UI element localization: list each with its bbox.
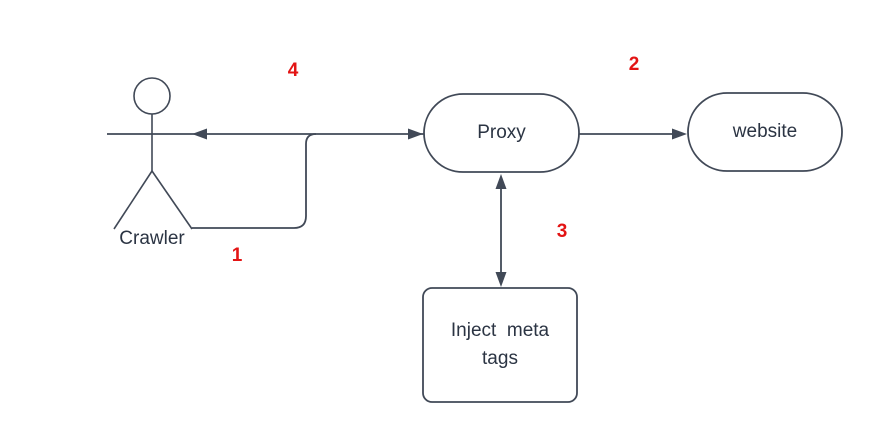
actor-head [133, 77, 171, 115]
proxy-node-shape [423, 93, 580, 173]
arrowhead-to-website [672, 128, 687, 140]
step-2-label: 2 [628, 54, 640, 75]
step-4-label: 4 [287, 60, 299, 81]
arrowhead-down-to-inject [495, 272, 507, 287]
arrowhead-to-proxy [408, 128, 423, 140]
crawler-actor-figure [113, 77, 193, 230]
inject-meta-tags-label: Inject meta tags [450, 320, 550, 369]
crawler-label: Crawler [119, 228, 185, 249]
inject-meta-tags-node-shape [422, 287, 578, 403]
actor-left-leg [113, 170, 153, 230]
step-3-label: 3 [556, 221, 568, 242]
website-label: website [732, 121, 798, 142]
website-node-shape [687, 92, 843, 172]
actor-right-leg [151, 170, 193, 230]
arrowhead-up-to-proxy [495, 174, 507, 189]
proxy-label: Proxy [477, 122, 526, 143]
step-1-label: 1 [231, 245, 243, 266]
connector-crawler-feet-bend [192, 133, 317, 229]
arrowhead-to-crawler [192, 128, 207, 140]
